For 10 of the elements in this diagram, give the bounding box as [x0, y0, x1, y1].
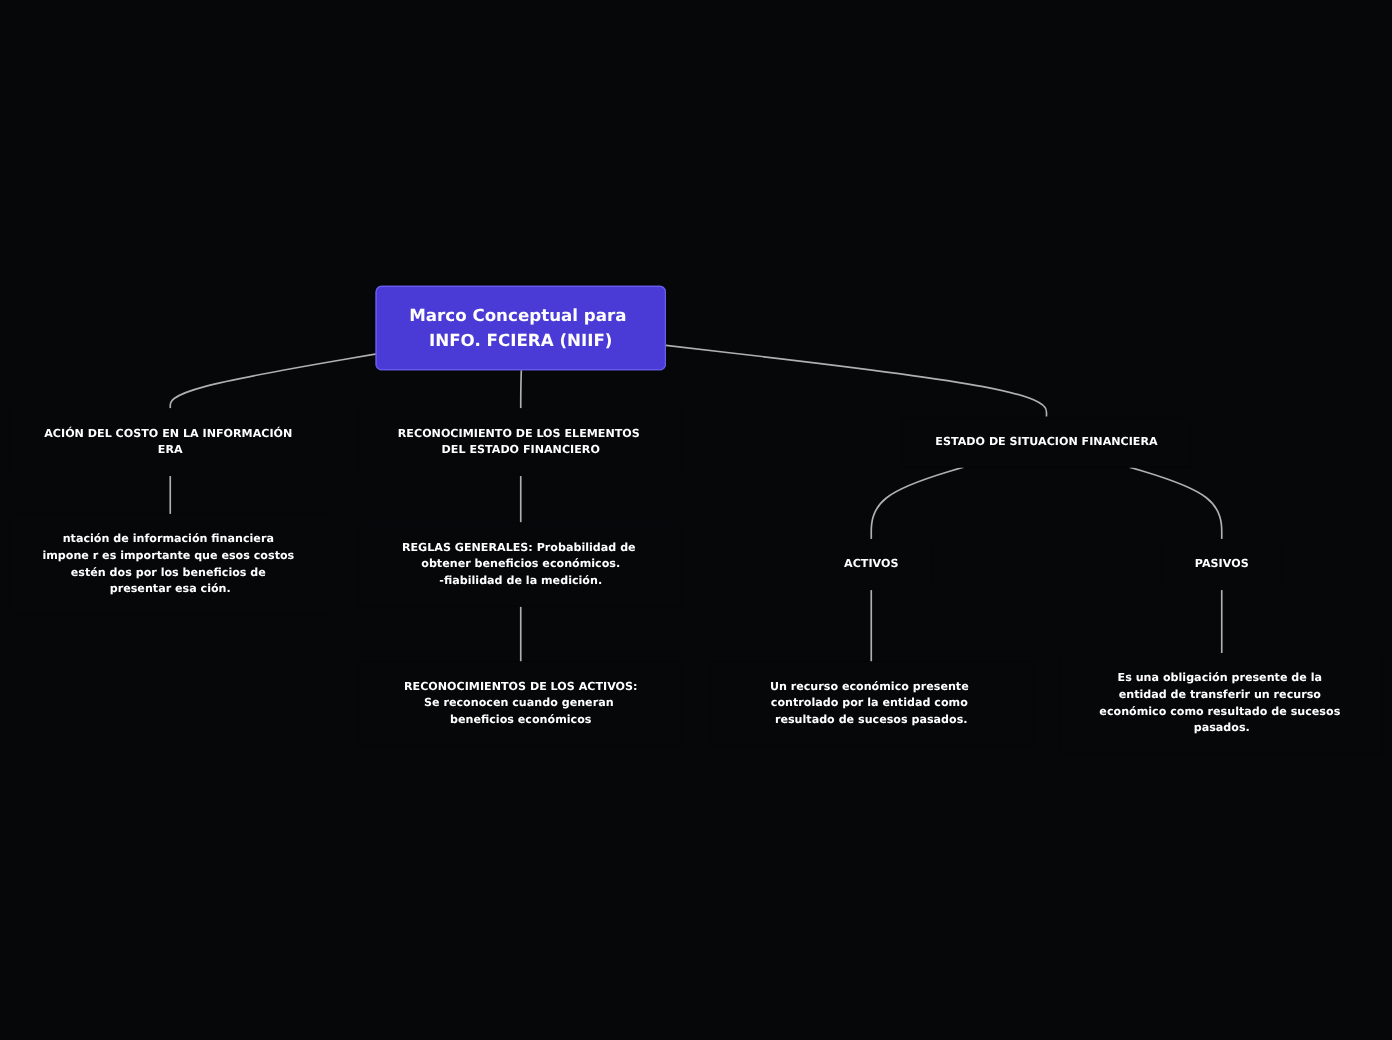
connector	[169, 353, 378, 410]
connector	[870, 588, 873, 663]
connector	[519, 605, 522, 663]
connector	[1220, 588, 1223, 655]
connector	[665, 344, 1048, 418]
connector	[1128, 466, 1223, 541]
connector	[870, 466, 965, 541]
connector	[519, 474, 522, 524]
connector	[519, 369, 523, 410]
connector	[169, 474, 172, 516]
